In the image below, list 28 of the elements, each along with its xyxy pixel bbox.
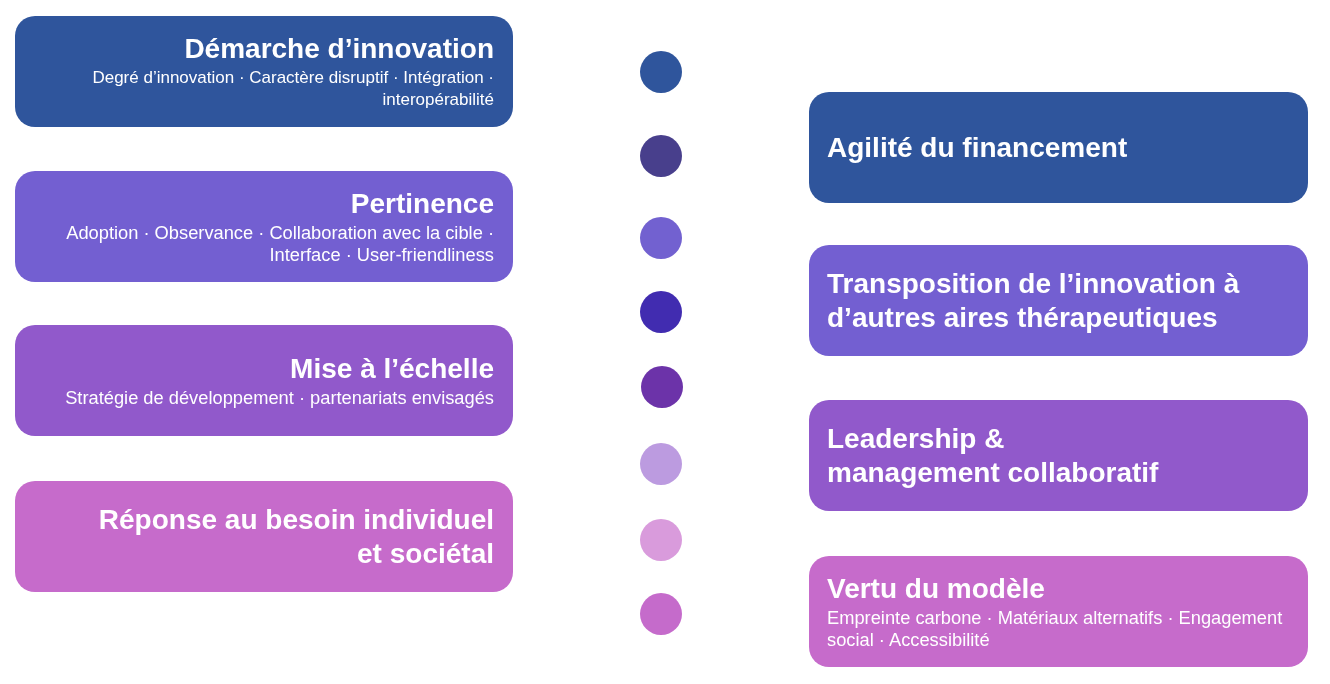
circle-icon xyxy=(640,217,682,259)
circle-icon xyxy=(640,519,682,561)
criteria-card xyxy=(15,325,513,436)
card-heading: Pertinence xyxy=(350,187,494,221)
circle-icon xyxy=(640,593,682,635)
circle-icon xyxy=(641,366,683,408)
card-heading: Transposition de l’innovation à d’autres aires thérapeutiques xyxy=(827,266,1241,335)
criteria-card xyxy=(809,245,1308,356)
card-heading: Leadership & management collaboratif xyxy=(827,421,1160,490)
circle-icon xyxy=(640,291,682,333)
criteria-card xyxy=(15,16,513,127)
criteria-card xyxy=(809,400,1308,511)
circle-icon xyxy=(640,135,682,177)
card-heading: Mise à l’échelle xyxy=(290,352,494,386)
card-heading: Vertu du modèle xyxy=(827,572,1045,606)
card-details: Degré d’innovation · Caractère disruptif · Intégration · interopérabilité xyxy=(91,67,494,111)
criteria-card xyxy=(809,556,1308,667)
card-details: Empreinte carbone · Matériaux alternatifs · Engagement social · Accessibilité xyxy=(827,607,1284,651)
circle-icon xyxy=(640,443,682,485)
criteria-card xyxy=(15,481,513,592)
criteria-card xyxy=(15,171,513,282)
card-heading: Agilité du financement xyxy=(827,130,1128,165)
card-heading: Réponse au besoin individuel et sociétal xyxy=(97,502,494,571)
card-details: Stratégie de développement · partenariats envisagés xyxy=(65,387,494,409)
card-heading: Démarche d’innovation xyxy=(184,32,494,66)
criteria-card xyxy=(809,92,1308,203)
card-details: Adoption · Observance · Collaboration avec la cible · Interface · User-friendliness xyxy=(65,222,494,266)
circle-icon xyxy=(640,51,682,93)
